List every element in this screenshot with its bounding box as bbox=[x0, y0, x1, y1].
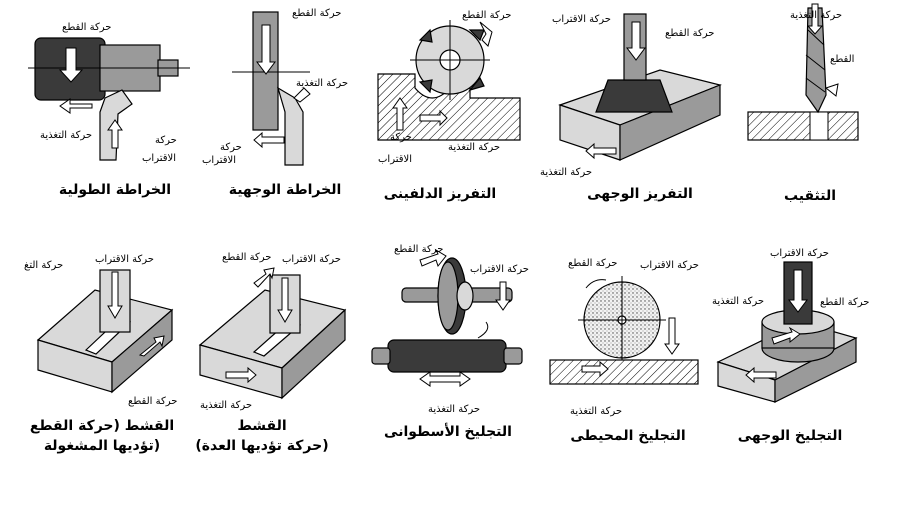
caption-line-1: القشط bbox=[237, 418, 286, 434]
panel-slab-milling: حركة القطع حركة التغذية حركة الاقتراب ال… bbox=[377, 10, 521, 202]
approach-arrow bbox=[277, 277, 293, 323]
feed-arrow bbox=[585, 142, 617, 160]
cut-arrow bbox=[419, 248, 447, 268]
panel-face-grinding: حركة الاقتراب حركة التغذية حركة القطع ال… bbox=[712, 248, 869, 444]
label-feed: حركة التغ bbox=[24, 260, 63, 271]
label-cut: القطع bbox=[830, 54, 854, 65]
label-feed: حركة التغذية bbox=[200, 400, 252, 411]
caption: التثقيب bbox=[784, 188, 836, 204]
cut-arrow bbox=[479, 21, 493, 47]
workpiece-side bbox=[619, 84, 721, 161]
label-feed: حركة التغذية bbox=[540, 167, 592, 178]
label-cut: حركة القطع bbox=[62, 22, 111, 33]
feed-arrow bbox=[419, 109, 448, 127]
panel-peripheral-grinding: حركة القطع حركة الاقتراب حركة التغذية ال… bbox=[549, 258, 699, 444]
label-feed: حركة التغذية bbox=[448, 142, 500, 153]
feed-arrow bbox=[806, 3, 824, 35]
label-cut: حركة القطع bbox=[128, 396, 177, 407]
feed-arrow bbox=[293, 87, 311, 103]
caption-line-2: تؤديها المشغولة) bbox=[44, 438, 160, 454]
cut-arrow bbox=[256, 24, 276, 75]
approach-arrow bbox=[392, 97, 408, 131]
drill-bit bbox=[805, 7, 827, 114]
caption: الخراطة الطولية bbox=[59, 182, 171, 198]
label-approach-1: حركة bbox=[155, 135, 177, 146]
label-approach: حركة الاقتراب bbox=[470, 264, 529, 275]
label-cut: حركة القطع bbox=[222, 252, 271, 263]
approach-arrow bbox=[626, 21, 646, 61]
cut-arrow bbox=[138, 335, 165, 357]
label-feed: حركة التغذية bbox=[712, 296, 764, 307]
label-approach: حركة الاقتراب bbox=[770, 248, 829, 259]
panel-longitudinal-turning: حركة القطع حركة التغذية حركة الاقتراب ال… bbox=[28, 22, 190, 198]
feed-arrow bbox=[419, 371, 471, 387]
feed-arrow bbox=[745, 366, 777, 384]
approach-arrow bbox=[253, 131, 285, 149]
label-approach-2: الاقتراب bbox=[378, 154, 412, 165]
approach-arrow bbox=[495, 281, 511, 311]
panel-cylindrical-grinding: حركة القطع حركة الاقتراب حركة التغذية ال… bbox=[371, 244, 529, 440]
workpiece-cylinder bbox=[387, 339, 507, 373]
label-approach-1: حركة bbox=[220, 142, 242, 153]
label-cut: حركة القطع bbox=[820, 297, 869, 308]
label-cut: حركة القطع bbox=[665, 28, 714, 39]
workpiece-block bbox=[377, 73, 521, 141]
label-feed: حركة التغذية bbox=[40, 130, 92, 141]
approach-arrow bbox=[107, 271, 123, 319]
feed-arrow bbox=[581, 360, 609, 378]
caption: الخراطة الوجهية bbox=[229, 182, 342, 198]
label-approach: حركة الاقتراب bbox=[282, 254, 341, 265]
label-feed: حركة التغذية bbox=[570, 406, 622, 417]
panel-drilling: حركة التغذية القطع التثقيب bbox=[747, 3, 859, 204]
label-feed: حركة التغذية bbox=[428, 404, 480, 415]
label-cut: حركة القطع bbox=[292, 8, 341, 19]
panel-shaping-workpiece: حركة الاقتراب حركة التغ حركة القطع القشط… bbox=[24, 254, 177, 454]
wheel-hub bbox=[456, 281, 474, 311]
caption: التجليخ الوجهى bbox=[738, 428, 843, 444]
workpiece-side bbox=[111, 308, 173, 394]
approach-arrow bbox=[107, 119, 123, 149]
approach-arrow bbox=[664, 317, 680, 355]
label-cut: حركة القطع bbox=[462, 10, 511, 21]
caption-line-2: (حركة تؤديها العدة) bbox=[195, 438, 328, 454]
label-approach: حركة الاقتراب bbox=[552, 14, 611, 25]
workpiece-plate bbox=[549, 359, 699, 385]
label-cut: حركة القطع bbox=[568, 258, 617, 269]
caption: التفريز الوجهى bbox=[587, 186, 693, 202]
label-cut: حركة القطع bbox=[394, 244, 443, 255]
face-mill-cutter bbox=[595, 79, 673, 113]
label-approach-2: الاقتراب bbox=[202, 155, 236, 166]
cut-arrow bbox=[824, 83, 839, 97]
label-approach-2: الاقتراب bbox=[142, 153, 176, 164]
label-feed: حركة التغذية bbox=[790, 10, 842, 21]
caption-line-1: القشط (حركة القطع bbox=[30, 418, 174, 434]
panel-shaping-tool: حركة القطع حركة الاقتراب حركة التغذية ال… bbox=[195, 252, 347, 454]
feed-arrow bbox=[59, 98, 93, 114]
caption: التفريز الدلفينى bbox=[384, 186, 496, 202]
caption: التجليخ الأسطوانى bbox=[384, 423, 512, 440]
workpiece-plate bbox=[747, 111, 859, 141]
panel-facing: حركة القطع حركة التغذية حركة الاقتراب ال… bbox=[202, 8, 348, 198]
label-approach-1: حركة bbox=[390, 132, 412, 143]
label-approach: حركة الاقتراب bbox=[95, 254, 154, 265]
panel-face-milling: حركة الاقتراب حركة القطع حركة التغذية ال… bbox=[540, 13, 722, 202]
workpiece-side bbox=[281, 308, 346, 400]
caption: التجليخ المحيطى bbox=[570, 428, 685, 444]
cut-arrow bbox=[58, 47, 84, 83]
feed-arrow bbox=[225, 366, 257, 384]
label-approach: حركة الاقتراب bbox=[640, 260, 699, 271]
drill-hole bbox=[809, 111, 829, 141]
label-feed: حركة التغذية bbox=[296, 78, 348, 89]
cut-arrow bbox=[253, 267, 275, 288]
cut-arrow bbox=[771, 326, 801, 345]
approach-arrow bbox=[788, 269, 808, 313]
